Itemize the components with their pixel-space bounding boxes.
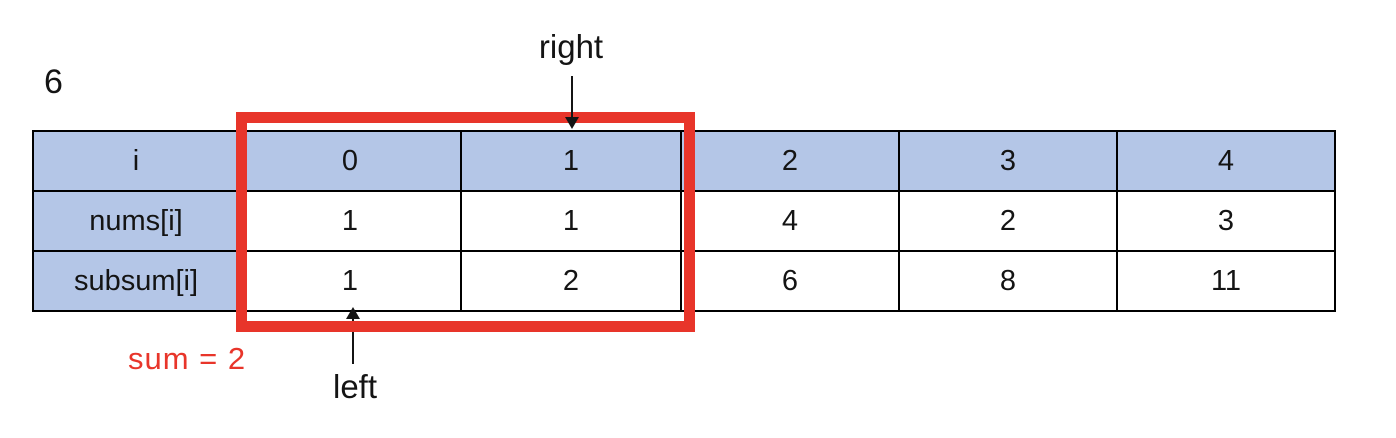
nums-cell-2: 4 xyxy=(680,190,900,252)
subsum-cell-1: 2 xyxy=(460,250,682,312)
left-arrow-up-icon xyxy=(346,307,360,319)
nums-cell-0: 1 xyxy=(238,190,462,252)
array-table: i 0 1 2 3 4 nums[i] 1 1 4 2 3 subsum[i] … xyxy=(32,130,1336,312)
subsum-cell-2: 6 xyxy=(680,250,900,312)
right-arrow-line xyxy=(571,76,573,118)
index-row: i 0 1 2 3 4 xyxy=(32,130,1336,192)
index-cell-1: 1 xyxy=(460,130,682,192)
subsum-row-label: subsum[i] xyxy=(32,250,240,312)
subsum-cell-0: 1 xyxy=(238,250,462,312)
right-arrow-down-icon xyxy=(565,117,579,129)
target-sum-label: 6 xyxy=(44,63,63,101)
nums-cell-4: 3 xyxy=(1116,190,1336,252)
nums-cell-1: 1 xyxy=(460,190,682,252)
index-cell-0: 0 xyxy=(238,130,462,192)
subsum-cell-3: 8 xyxy=(898,250,1118,312)
right-pointer-label: right xyxy=(538,28,604,65)
left-pointer-label: left xyxy=(332,368,378,405)
index-cell-4: 4 xyxy=(1116,130,1336,192)
subsum-cell-4: 11 xyxy=(1116,250,1336,312)
index-row-label: i xyxy=(32,130,240,192)
nums-row: nums[i] 1 1 4 2 3 xyxy=(32,190,1336,252)
left-arrow-line xyxy=(352,318,354,364)
index-cell-2: 2 xyxy=(680,130,900,192)
sum-value-label: sum = 2 xyxy=(128,341,247,376)
nums-cell-3: 2 xyxy=(898,190,1118,252)
nums-row-label: nums[i] xyxy=(32,190,240,252)
index-cell-3: 3 xyxy=(898,130,1118,192)
subsum-row: subsum[i] 1 2 6 8 11 xyxy=(32,250,1336,312)
